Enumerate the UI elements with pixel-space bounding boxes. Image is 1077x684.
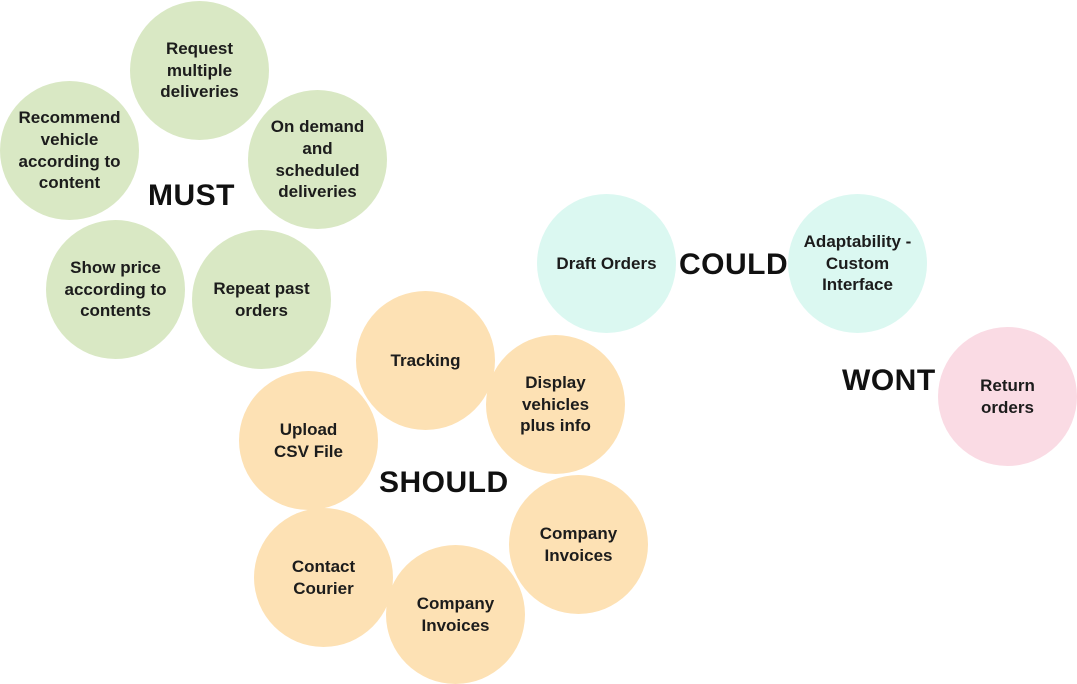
could-group-label: COULD	[679, 248, 789, 281]
wont-item-label: Return orders	[980, 375, 1035, 417]
should-item-company-invoices-2: Company Invoices	[386, 545, 525, 684]
should-item-display-vehicles: Display vehicles plus info	[486, 335, 625, 474]
could-item-draft-orders: Draft Orders	[537, 194, 676, 333]
wont-item-return-orders: Return orders	[938, 327, 1077, 466]
should-item-label: Tracking	[390, 350, 461, 370]
should-item-label: Upload CSV File	[274, 419, 343, 461]
must-item-label: On demand and scheduled deliveries	[270, 117, 365, 202]
must-item-on-demand-scheduled: On demand and scheduled deliveries	[248, 90, 387, 229]
must-item-label: Repeat past orders	[213, 278, 310, 320]
should-item-label: Company Invoices	[416, 593, 495, 635]
could-item-adaptability: Adaptability - Custom Interface	[788, 194, 927, 333]
could-item-label: Adaptability - Custom Interface	[803, 231, 912, 295]
must-item-label: Request multiple deliveries	[160, 38, 239, 102]
must-item-request-multiple-deliveries: Request multiple deliveries	[130, 1, 269, 140]
could-item-label: Draft Orders	[556, 253, 657, 273]
should-item-contact-courier: Contact Courier	[254, 508, 393, 647]
must-item-repeat-past-orders: Repeat past orders	[192, 230, 331, 369]
should-item-label: Company Invoices	[539, 523, 618, 565]
should-group-label: SHOULD	[379, 466, 509, 499]
should-item-label: Contact Courier	[291, 556, 356, 598]
should-item-tracking: Tracking	[356, 291, 495, 430]
must-item-label: Show price according to contents	[64, 257, 167, 321]
wont-group-label: WONT	[842, 364, 936, 397]
must-item-recommend-vehicle: Recommend vehicle according to content	[0, 81, 139, 220]
should-item-label: Display vehicles plus info	[520, 372, 591, 436]
must-item-show-price: Show price according to contents	[46, 220, 185, 359]
should-item-upload-csv: Upload CSV File	[239, 371, 378, 510]
should-item-company-invoices: Company Invoices	[509, 475, 648, 614]
must-group-label: MUST	[148, 179, 235, 212]
must-item-label: Recommend vehicle according to content	[18, 108, 121, 193]
